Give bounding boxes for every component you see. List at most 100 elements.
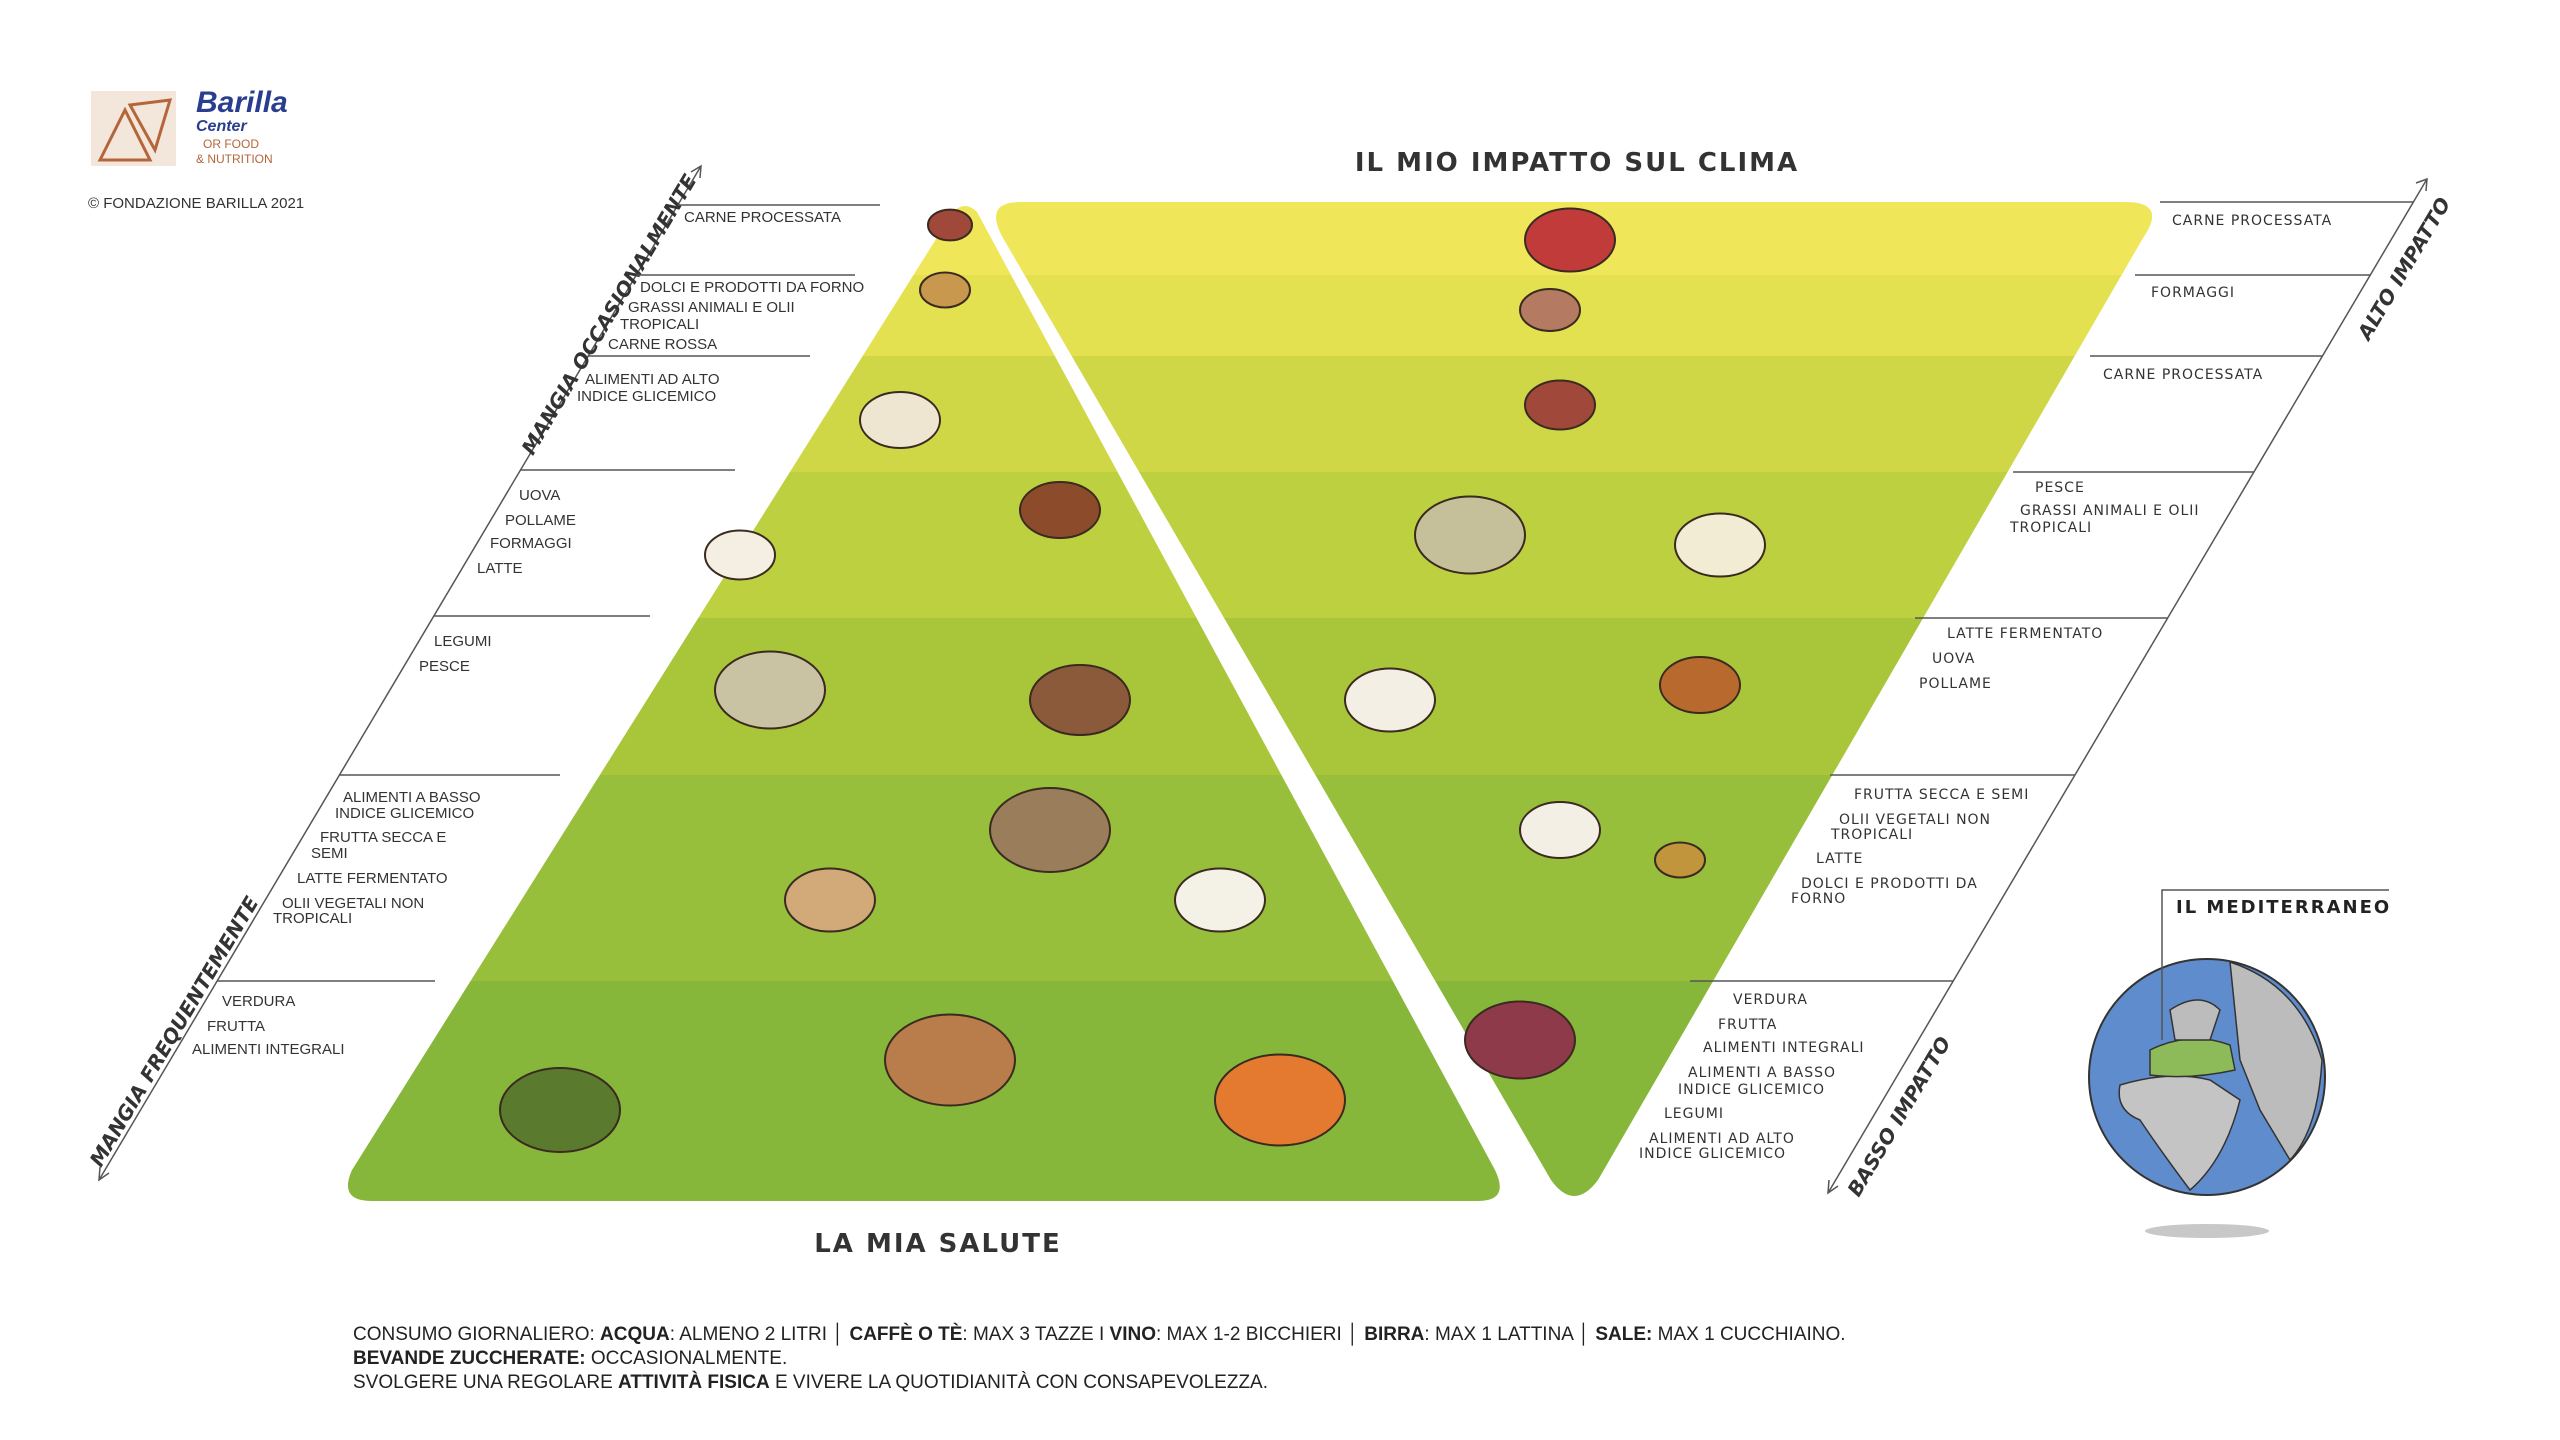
arrow-down-icon — [98, 1166, 110, 1182]
mediterranean-region — [2149, 1037, 2236, 1078]
food-illustration-icon — [884, 1013, 1016, 1107]
food-category-label: INDICE GLICEMICO — [335, 805, 474, 822]
food-illustration-icon — [784, 867, 876, 933]
climate-labels: CARNE PROCESSATA FORMAGGI CARNE PROCESSATA… — [1639, 213, 2332, 1162]
food-category-label: VERDURA — [222, 993, 295, 1010]
food-category-label: INDICE GLICEMICO — [1639, 1146, 1786, 1162]
logo-sub: & NUTRITION — [196, 152, 273, 166]
footer-text: MAX 1 CUCCHIAINO. — [1652, 1324, 1845, 1345]
logo-sub: OR FOOD — [203, 137, 259, 151]
food-category-label: TROPICALI — [2009, 520, 2092, 536]
food-illustration-icon — [1174, 867, 1266, 933]
food-illustration-icon — [1519, 288, 1581, 332]
food-category-label: INDICE GLICEMICO — [1678, 1082, 1825, 1098]
food-category-label: TROPICALI — [1830, 827, 1913, 843]
food-category-label: FRUTTA SECCA E SEMI — [1854, 787, 2029, 803]
food-category-label: TROPICALI — [620, 316, 699, 333]
food-category-label: OLII VEGETALI NON — [282, 895, 424, 912]
footer-text: : MAX 1-2 BICCHIERI │ — [1156, 1322, 1364, 1346]
footer-line-3: SVOLGERE UNA REGOLARE ATTIVITÀ FISICA E … — [353, 1371, 1268, 1393]
arrow-up-icon — [2415, 177, 2428, 192]
logo-sub: Center — [196, 118, 247, 135]
food-category-label: FRUTTA SECCA E — [320, 829, 446, 846]
axis-label-high: ALTO IMPATTO — [2352, 193, 2456, 345]
food-illustration-icon — [1674, 512, 1766, 578]
food-illustration-icon — [1524, 379, 1596, 431]
food-category-label: DOLCI E PRODOTTI DA — [1801, 876, 1978, 892]
health-labels: CARNE PROCESSATA DOLCI E PRODOTTI DA FORN… — [192, 209, 864, 1058]
food-illustration-icon — [859, 391, 941, 449]
footer-line-2: BEVANDE ZUCCHERATE: OCCASIONALMENTE. — [353, 1348, 787, 1369]
food-category-label: PESCE — [419, 658, 470, 675]
food-category-label: LEGUMI — [1664, 1106, 1724, 1122]
food-category-label: FORMAGGI — [490, 535, 572, 552]
food-category-label: FRUTTA — [1718, 1017, 1777, 1033]
food-category-label: DOLCI E PRODOTTI DA FORNO — [640, 279, 864, 296]
food-category-label: TROPICALI — [273, 910, 352, 927]
footer-text: CONSUMO GIORNALIERO: — [353, 1324, 600, 1345]
footer-text: BEVANDE ZUCCHERATE: — [353, 1348, 586, 1369]
food-category-label: ALIMENTI INTEGRALI — [1703, 1040, 1865, 1056]
food-illustration-icon — [989, 787, 1111, 873]
food-category-label: GRASSI ANIMALI E OLII — [628, 299, 795, 316]
food-category-label: PESCE — [2035, 480, 2085, 496]
food-illustration-icon — [1519, 801, 1601, 859]
europe-land — [2169, 999, 2221, 1041]
food-illustration-icon — [1524, 207, 1616, 273]
globe-shadow — [2145, 1224, 2269, 1238]
pointer-line — [2161, 889, 2389, 1040]
mediterranean-label: IL MEDITERRANEO — [2176, 897, 2391, 918]
food-category-label: INDICE GLICEMICO — [577, 388, 716, 405]
food-illustration-icon — [714, 650, 826, 730]
food-category-label: CARNE PROCESSATA — [2172, 213, 2332, 229]
food-category-label: ALIMENTI AD ALTO — [1649, 1131, 1795, 1147]
pyramid-band — [995, 472, 2153, 618]
food-illustration-icon — [1029, 664, 1131, 736]
food-category-label: ALIMENTI A BASSO — [343, 789, 481, 806]
food-category-label: LATTE — [477, 560, 523, 577]
arrow-down-icon — [1827, 1179, 1839, 1195]
food-category-label: CARNE PROCESSATA — [684, 209, 841, 226]
food-illustration-icon — [927, 208, 973, 242]
food-illustration-icon — [1414, 495, 1526, 575]
food-category-label: FRUTTA — [207, 1018, 265, 1035]
food-category-label: ALIMENTI INTEGRALI — [192, 1041, 345, 1058]
footer-text: VINO — [1110, 1324, 1156, 1345]
footer-notes: CONSUMO GIORNALIERO: ACQUA: ALMENO 2 LIT… — [353, 1322, 1846, 1393]
arrow-up-icon — [690, 164, 702, 179]
food-category-label: VERDURA — [1733, 992, 1808, 1008]
food-category-label: GRASSI ANIMALI E OLII — [2020, 503, 2200, 519]
mediterranean-globe: IL MEDITERRANEO — [2088, 889, 2391, 1238]
food-category-label: CARNE PROCESSATA — [2103, 367, 2263, 383]
food-illustration-icon — [919, 271, 971, 309]
footer-text: SALE: — [1595, 1324, 1652, 1345]
food-category-label: SEMI — [311, 845, 348, 862]
health-title: LA MIA SALUTE — [814, 1229, 1062, 1259]
food-illustration-icon — [1019, 481, 1101, 539]
climate-title: IL MIO IMPATTO SUL CLIMA — [1355, 148, 1799, 178]
footer-text: CAFFÈ O TÈ — [849, 1323, 962, 1345]
food-illustration-icon — [499, 1067, 621, 1153]
food-illustration-icon — [704, 529, 776, 581]
footer-line-1: CONSUMO GIORNALIERO: ACQUA: ALMENO 2 LIT… — [353, 1322, 1846, 1346]
axis-label-low: BASSO IMPATTO — [1842, 1032, 1955, 1200]
logo-brand: Barilla — [196, 86, 288, 119]
wheat-globe-icon — [97, 98, 173, 162]
footer-text: E VIVERE LA QUOTIDIANITÀ CON CONSAPEVOLE… — [770, 1372, 1268, 1393]
food-category-label: LATTE FERMENTATO — [1947, 626, 2103, 642]
footer-text: : MAX 1 LATTINA │ — [1424, 1322, 1595, 1346]
food-category-label: ALIMENTI AD ALTO — [585, 371, 720, 388]
food-category-label: LATTE FERMENTATO — [297, 870, 448, 887]
asia-land — [2229, 960, 2323, 1162]
food-illustration-icon — [1214, 1053, 1346, 1147]
food-category-label: FORNO — [1791, 891, 1846, 907]
footer-text: ACQUA — [600, 1324, 670, 1345]
food-category-label: CARNE ROSSA — [608, 336, 717, 353]
food-category-label: LATTE — [1816, 851, 1863, 867]
pyramid-band — [995, 618, 2153, 775]
barilla-center-logo: Barilla Center OR FOOD & NUTRITION — [91, 86, 288, 166]
food-category-label: FORMAGGI — [2151, 285, 2235, 301]
food-illustration-icon — [1464, 1000, 1576, 1080]
food-illustrations — [499, 207, 1766, 1153]
